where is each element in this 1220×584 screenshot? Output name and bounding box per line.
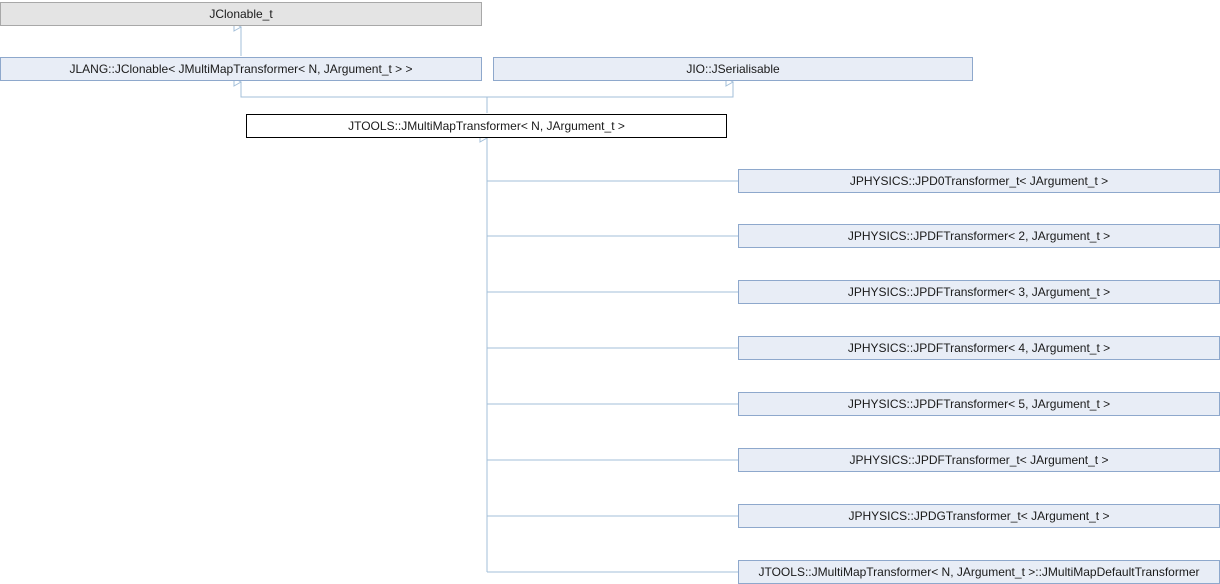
class-node-child[interactable]: JPHYSICS::JPDFTransformer< 4, JArgument_… — [738, 336, 1220, 360]
class-node-child[interactable]: JPHYSICS::JPDGTransformer_t< JArgument_t… — [738, 504, 1220, 528]
class-node-jtools-jmultimaptransformer: JTOOLS::JMultiMapTransformer< N, JArgume… — [246, 114, 727, 138]
class-node-jlang-jclonable[interactable]: JLANG::JClonable< JMultiMapTransformer< … — [0, 57, 482, 81]
class-node-jio-jserialisable[interactable]: JIO::JSerialisable — [493, 57, 973, 81]
class-node-jclonable-t[interactable]: JClonable_t — [0, 2, 482, 26]
class-node-child[interactable]: JTOOLS::JMultiMapTransformer< N, JArgume… — [738, 560, 1220, 584]
edge-jtools-to-bases — [233, 77, 488, 113]
class-node-child[interactable]: JPHYSICS::JPDFTransformer_t< JArgument_t… — [738, 448, 1220, 472]
child-branch-group — [487, 180, 738, 573]
edge-jtools-to-jserialisable — [487, 77, 735, 98]
class-node-child[interactable]: JPHYSICS::JPDFTransformer< 5, JArgument_… — [738, 392, 1220, 416]
class-node-child[interactable]: JPHYSICS::JPDFTransformer< 2, JArgument_… — [738, 224, 1220, 248]
class-node-child[interactable]: JPHYSICS::JPD0Transformer_t< JArgument_t… — [738, 169, 1220, 193]
class-node-child[interactable]: JPHYSICS::JPDFTransformer< 3, JArgument_… — [738, 280, 1220, 304]
